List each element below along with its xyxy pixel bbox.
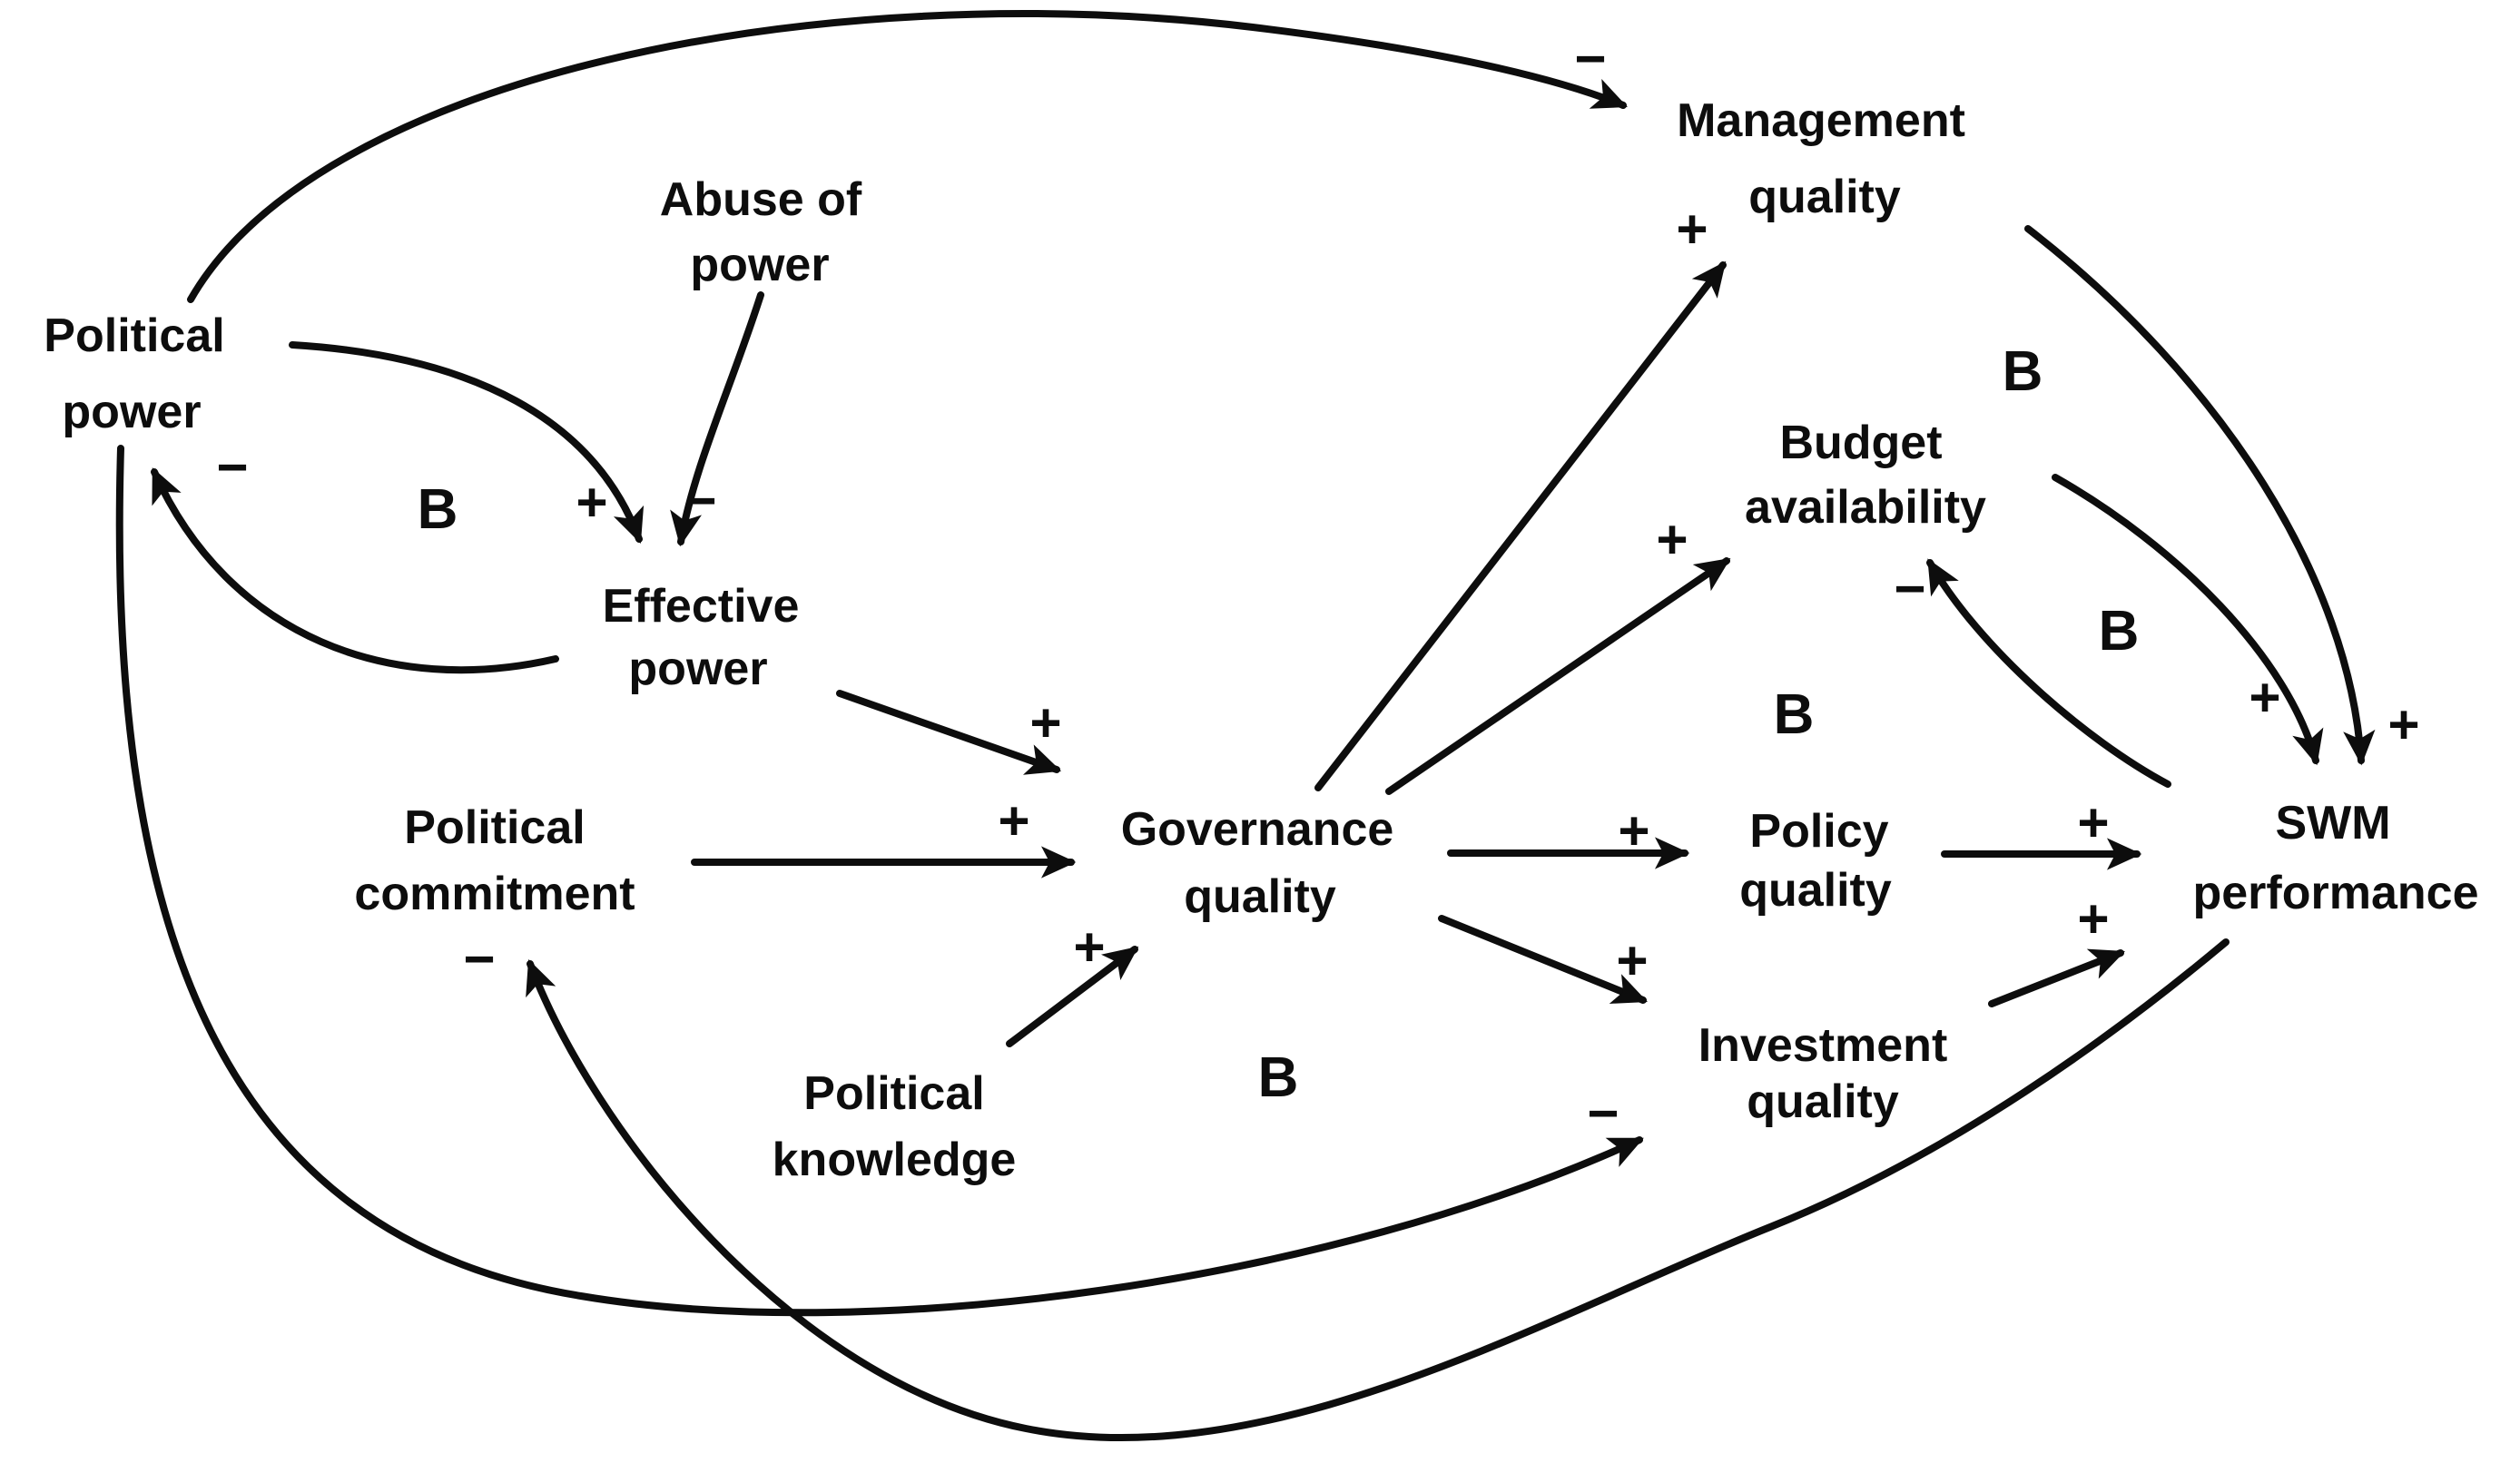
node-budget-availability: Budget availability	[1745, 417, 1986, 534]
edge-political-power-to-management-quality	[187, 10, 1628, 303]
node-abuse-of-power-line1: Abuse of	[660, 173, 862, 226]
sign-political-power-management: −	[1574, 28, 1606, 89]
loop-label-policy-budget: B	[1774, 683, 1815, 746]
node-policy-quality: Policy quality	[1739, 805, 1892, 917]
node-policy-quality-line2: quality	[1739, 864, 1892, 917]
node-investment-quality-line1: Investment	[1698, 1019, 1948, 1072]
node-governance-quality-line1: Governance	[1121, 803, 1394, 856]
node-abuse-of-power-line2: power	[690, 239, 829, 291]
edge-effective-power-to-governance-quality	[836, 690, 1062, 775]
sign-swm-commitment: −	[463, 928, 495, 989]
edge-budget-availability-to-swm-performance	[2052, 474, 2324, 766]
node-budget-availability-line2: availability	[1745, 481, 1986, 534]
node-governance-quality-line2: quality	[1184, 870, 1336, 923]
node-political-power: Political power	[44, 309, 224, 438]
node-political-power-line2: power	[62, 386, 201, 438]
edge-governance-quality-to-budget-availability	[1385, 557, 1731, 795]
node-political-knowledge-line2: knowledge	[773, 1134, 1017, 1186]
node-policy-quality-line1: Policy	[1749, 805, 1888, 858]
node-management-quality-line2: quality	[1748, 171, 1901, 223]
loop-label-commitment-swm: B	[1258, 1046, 1299, 1109]
node-management-quality: Management quality	[1677, 94, 1965, 223]
loop-label-power-balance: B	[418, 478, 458, 541]
edge-investment-quality-to-swm-performance	[1988, 948, 2126, 1007]
sign-political-power-investment: −	[1587, 1083, 1619, 1144]
edge-abuse-of-power-to-effective-power	[670, 291, 764, 547]
node-effective-power-line1: Effective	[603, 580, 800, 633]
node-political-power-line1: Political	[44, 309, 224, 362]
sign-knowledge-governance: +	[1073, 917, 1105, 977]
sign-political-power-effective: +	[576, 472, 607, 533]
edge-effective-power-to-political-power	[151, 467, 559, 674]
node-management-quality-line1: Management	[1677, 94, 1965, 147]
edge-governance-quality-to-investment-quality	[1438, 915, 1648, 1004]
sign-policy-swm: +	[2077, 792, 2109, 853]
node-effective-power-line2: power	[628, 643, 767, 695]
node-political-commitment-line2: commitment	[354, 868, 635, 920]
sign-effective-political-power: −	[216, 437, 248, 497]
sign-governance-management: +	[1676, 199, 1708, 260]
node-investment-quality: Investment quality	[1698, 1019, 1948, 1128]
edge-management-quality-to-swm-performance	[2024, 225, 2376, 766]
node-political-commitment-line1: Political	[404, 801, 585, 854]
sign-abuse-effective: −	[684, 470, 716, 531]
sign-effective-governance: +	[1029, 692, 1061, 753]
sign-governance-budget: +	[1656, 509, 1688, 570]
sign-management-swm: +	[2387, 694, 2419, 755]
sign-budget-swm: +	[2249, 667, 2280, 728]
sign-swm-budget: −	[1894, 558, 1925, 619]
node-political-commitment: Political commitment	[354, 801, 635, 920]
edge-swm-performance-to-political-commitment	[526, 938, 2230, 1442]
node-abuse-of-power: Abuse of power	[660, 173, 862, 291]
edge-political-knowledge-to-governance-quality	[1006, 946, 1139, 1047]
edge-political-power-to-effective-power	[289, 341, 645, 545]
edge-governance-quality-to-management-quality	[1314, 260, 1727, 791]
node-political-knowledge: Political knowledge	[773, 1067, 1017, 1186]
sign-governance-policy: +	[1618, 800, 1649, 861]
node-swm-performance-line2: performance	[2193, 867, 2479, 919]
node-governance-quality: Governance quality	[1121, 803, 1394, 923]
loop-label-budget-swm: B	[2099, 600, 2140, 663]
node-swm-performance: SWM performance	[2193, 797, 2479, 919]
loop-label-management-swm: B	[2003, 340, 2043, 403]
edge-political-power-to-investment-quality	[115, 445, 1644, 1317]
node-effective-power: Effective power	[603, 580, 800, 695]
sign-investment-swm: +	[2077, 889, 2109, 949]
node-investment-quality-line2: quality	[1747, 1075, 1899, 1128]
sign-commitment-governance: +	[998, 790, 1029, 851]
edge-swm-performance-to-budget-availability	[1926, 558, 2171, 788]
node-swm-performance-line1: SWM	[2275, 797, 2390, 849]
node-budget-availability-line1: Budget	[1779, 417, 1942, 469]
node-political-knowledge-line1: Political	[803, 1067, 984, 1120]
sign-governance-investment: +	[1616, 930, 1648, 991]
